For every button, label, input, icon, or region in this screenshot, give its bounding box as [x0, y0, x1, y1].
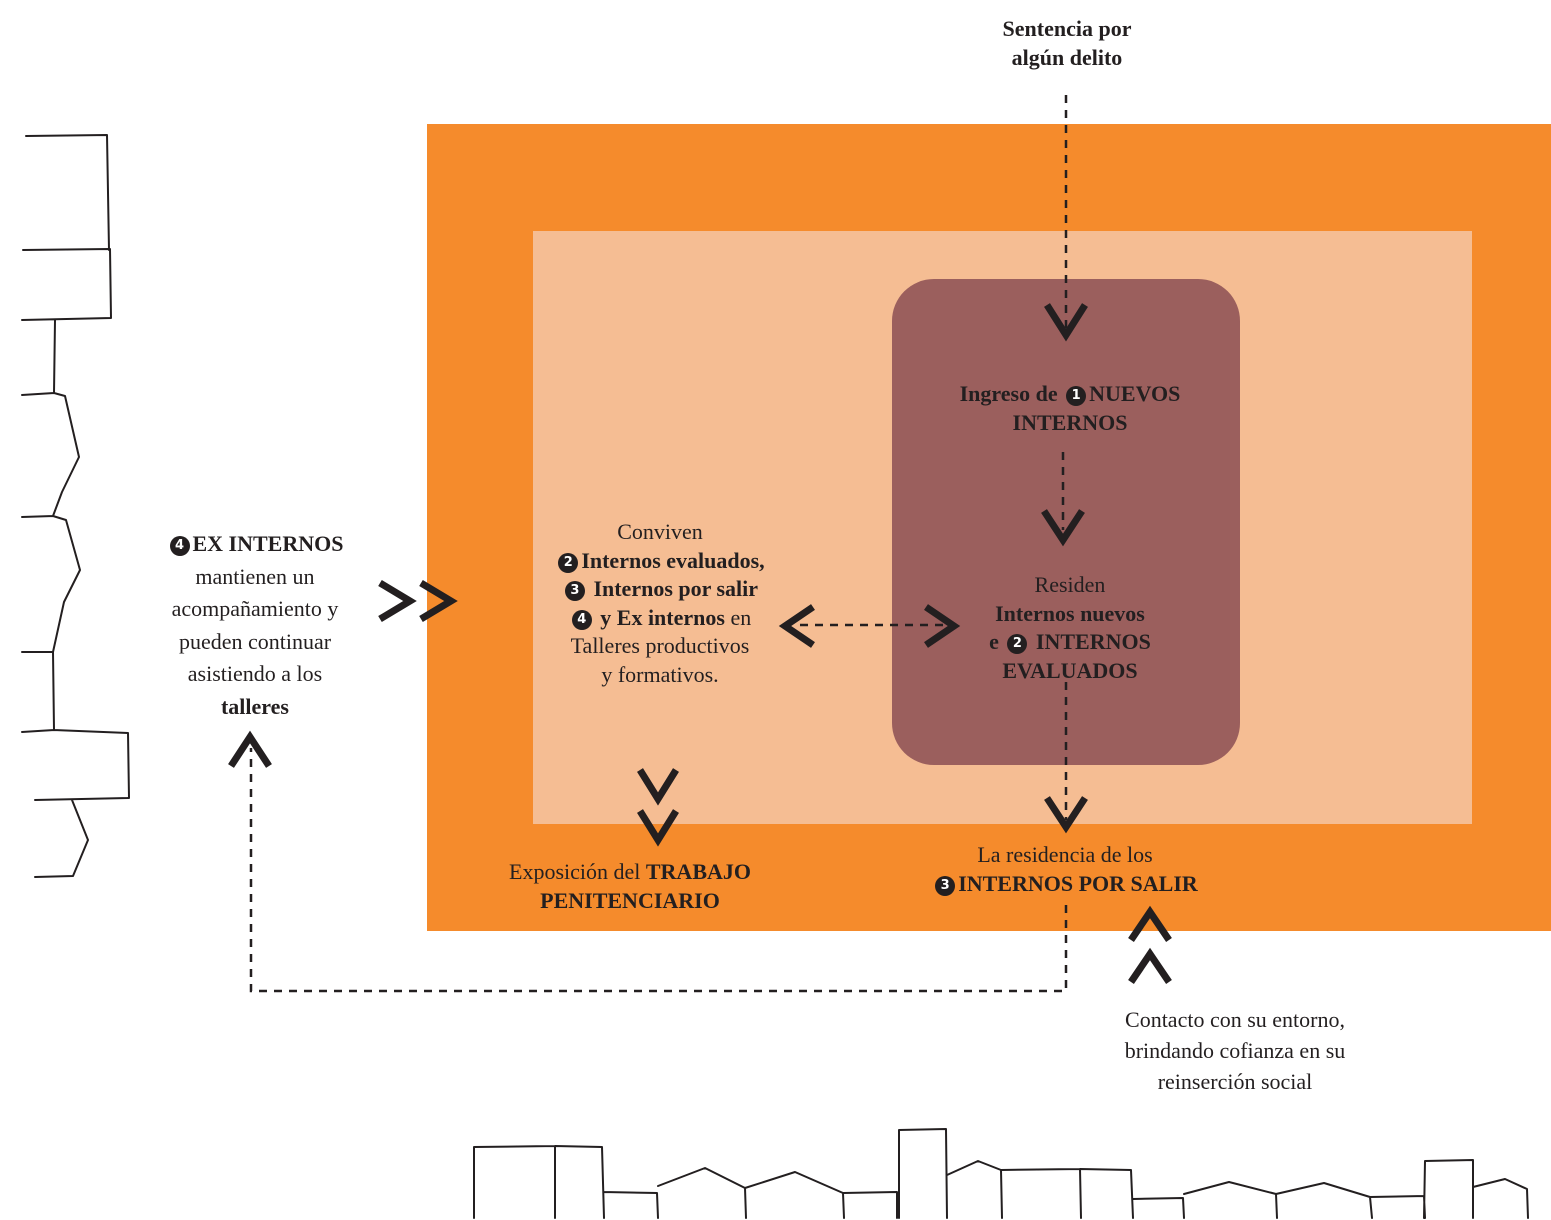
number-badge: 3 — [935, 875, 956, 896]
chevron-up-icon — [228, 730, 272, 768]
number-badge: 2 — [1007, 634, 1028, 654]
exposicion-label: Exposición del TRABAJO PENITENCIARIO — [509, 859, 751, 913]
sentence-label: Sentencia por algún delito — [1002, 16, 1132, 70]
flow-line-return-ex — [249, 748, 1068, 993]
chevron-left-icon — [778, 604, 815, 648]
number-badge: 4 — [169, 536, 190, 556]
chevron-down-icon — [1041, 509, 1085, 547]
chevron-down-icon — [637, 768, 679, 806]
chevron-right-icon — [419, 579, 458, 623]
number-badge: 2 — [558, 552, 579, 573]
sketch-skyline-bottom — [473, 1128, 1529, 1219]
chevron-down-icon — [1044, 796, 1088, 834]
chevron-up-icon — [1128, 947, 1172, 984]
chevron-right-icon — [378, 579, 417, 623]
sketch-wall-left — [21, 134, 130, 878]
chevron-up-icon — [1128, 905, 1172, 942]
chevron-down-icon — [1044, 303, 1088, 342]
number-badge: 3 — [564, 581, 585, 601]
number-badge: 4 — [571, 609, 592, 630]
residen-label: Residen Internos nuevos e 2 INTERNOS EVA… — [989, 572, 1151, 683]
chevron-down-icon — [637, 809, 679, 847]
contacto-label: Contacto con su entorno, brindando cofia… — [1124, 1007, 1346, 1094]
chevron-right-icon — [924, 604, 961, 648]
number-badge: 1 — [1066, 386, 1087, 406]
